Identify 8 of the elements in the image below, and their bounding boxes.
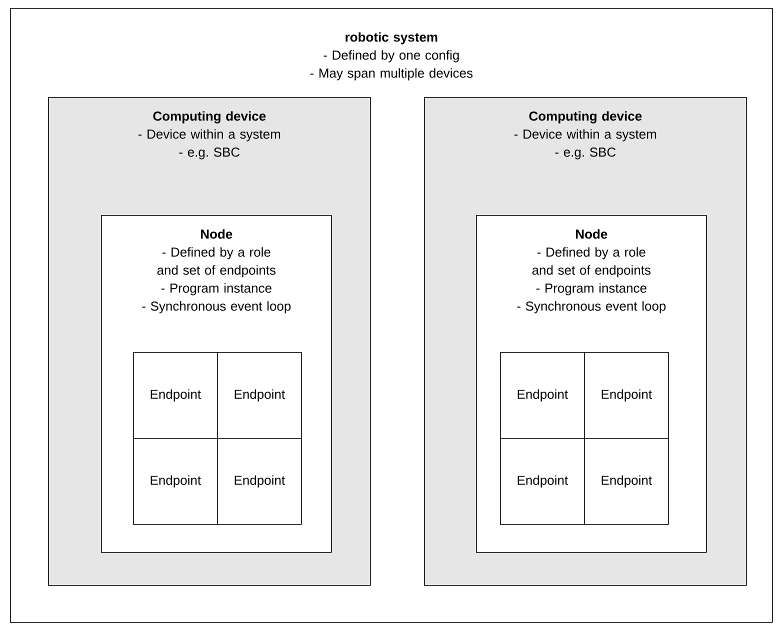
endpoint-cell: Endpoint [584,438,669,525]
endpoint-cell: Endpoint [500,352,585,439]
endpoint-cell: Endpoint [500,438,585,525]
endpoint-cell: Endpoint [217,352,302,439]
endpoint-cell: Endpoint [217,438,302,525]
endpoint-cell: Endpoint [133,352,218,439]
endpoint-cell: Endpoint [133,438,218,525]
endpoint-cell: Endpoint [584,352,669,439]
